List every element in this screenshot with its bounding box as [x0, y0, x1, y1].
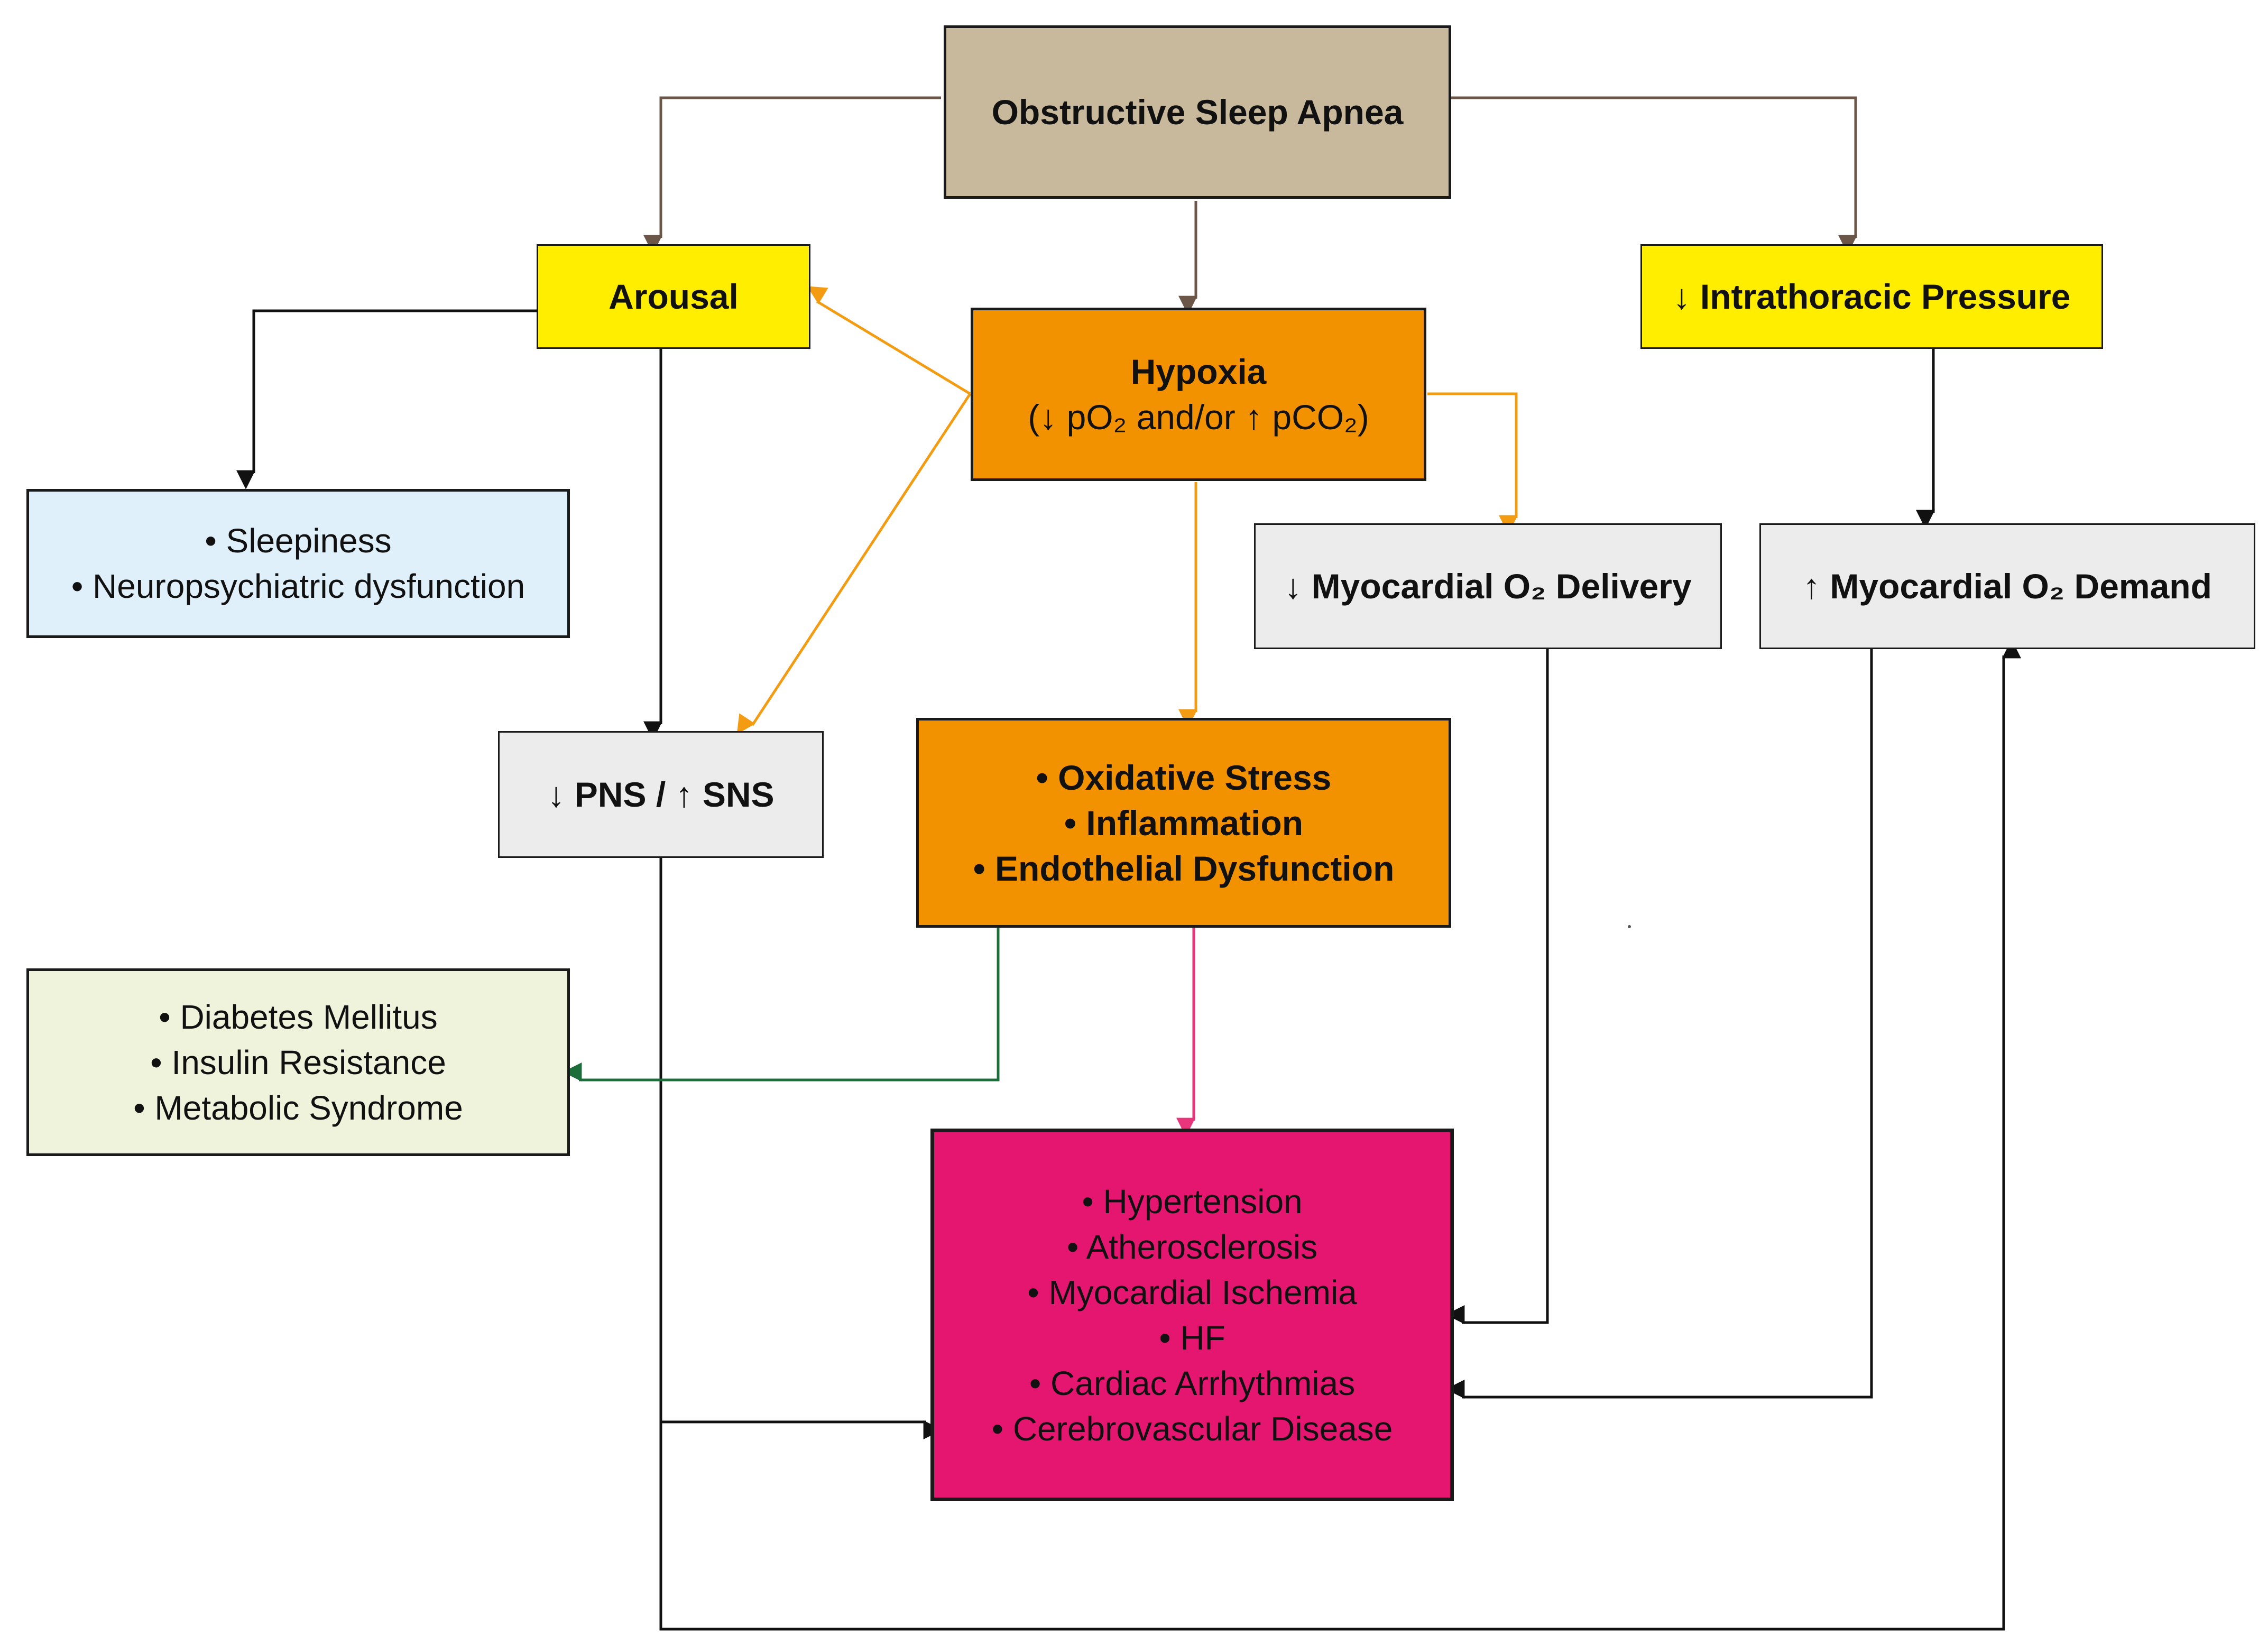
node-myocardial-o2-delivery: ↓ Myocardial O₂ Delivery [1254, 523, 1722, 649]
node-oxidative-stress: • Oxidative Stress • Inflammation • Endoth… [916, 718, 1451, 928]
node-obstructive-sleep-apnea: Obstructive Sleep Apnea [944, 25, 1451, 199]
oxidative-line-2: • Inflammation [1064, 803, 1304, 843]
sleepiness-line-1: • Sleepiness [205, 522, 392, 560]
o2-demand-line-1: ↑ Myocardial O₂ Demand [1803, 567, 2212, 606]
edge-o2-delivery-to-cardio [1445, 649, 1549, 1324]
stray-dot [1628, 925, 1631, 928]
node-arousal: Arousal [537, 244, 810, 349]
hypoxia-line-1: Hypoxia [1130, 352, 1267, 391]
node-cardiovascular-outcomes: • Hypertension • Atherosclerosis • Myocard… [930, 1129, 1454, 1501]
metabolic-line-3: • Metabolic Syndrome [133, 1088, 463, 1127]
edge-hypoxia-to-arousal [807, 286, 971, 395]
edge-arousal-to-sleepiness [236, 309, 537, 489]
metabolic-line-1: • Diabetes Mellitus [159, 997, 438, 1036]
edge-osa-to-intrathoracic [1449, 96, 1857, 254]
node-myocardial-o2-demand: ↑ Myocardial O₂ Demand [1759, 523, 2255, 649]
node-hypoxia: Hypoxia (↓ pO₂ and/or ↑ pCO₂) [971, 308, 1426, 481]
cardio-line-5: • Cardiac Arrhythmias [1029, 1364, 1356, 1402]
cardio-line-3: • Myocardial Ischemia [1027, 1273, 1357, 1311]
edge-oxidative-to-metabolic [563, 928, 1000, 1082]
hypoxia-line-2: (↓ pO₂ and/or ↑ pCO₂) [1028, 398, 1369, 437]
oxidative-line-3: • Endothelial Dysfunction [973, 848, 1395, 888]
edge-hypoxia-to-o2-delivery [1427, 392, 1518, 534]
node-pns-sns: ↓ PNS / ↑ SNS [498, 731, 824, 858]
edge-o2-demand-to-cardio [1445, 649, 1873, 1399]
node-intrathoracic-pressure: ↓ Intrathoracic Pressure [1640, 244, 2103, 349]
metabolic-line-2: • Insulin Resistance [150, 1043, 446, 1082]
oxidative-line-1: • Oxidative Stress [1036, 757, 1332, 797]
edge-hypoxia-to-pns-sns [736, 393, 972, 735]
cardio-line-2: • Atherosclerosis [1066, 1227, 1318, 1266]
osa-line-1: Obstructive Sleep Apnea [991, 93, 1404, 132]
node-metabolic: • Diabetes Mellitus • Insulin Resistance •… [26, 968, 570, 1156]
edge-osa-to-arousal [643, 96, 941, 254]
cardio-line-1: • Hypertension [1082, 1182, 1303, 1221]
o2-delivery-line-1: ↓ Myocardial O₂ Delivery [1284, 567, 1692, 606]
edge-pns-sns-to-o2-demand [659, 639, 2021, 1631]
node-sleepiness: • Sleepiness • Neuropsychiatric dysfuncti… [26, 489, 570, 638]
sleepiness-line-2: • Neuropsychiatric dysfunction [71, 567, 525, 605]
pns-sns-line-1: ↓ PNS / ↑ SNS [547, 775, 775, 814]
arousal-line-1: Arousal [609, 277, 739, 316]
edge-pns-sns-to-cardio [659, 858, 943, 1439]
intrathoracic-line-1: ↓ Intrathoracic Pressure [1673, 277, 2071, 316]
cardio-line-4: • HF [1159, 1318, 1225, 1357]
cardio-line-6: • Cerebrovascular Disease [991, 1409, 1393, 1448]
